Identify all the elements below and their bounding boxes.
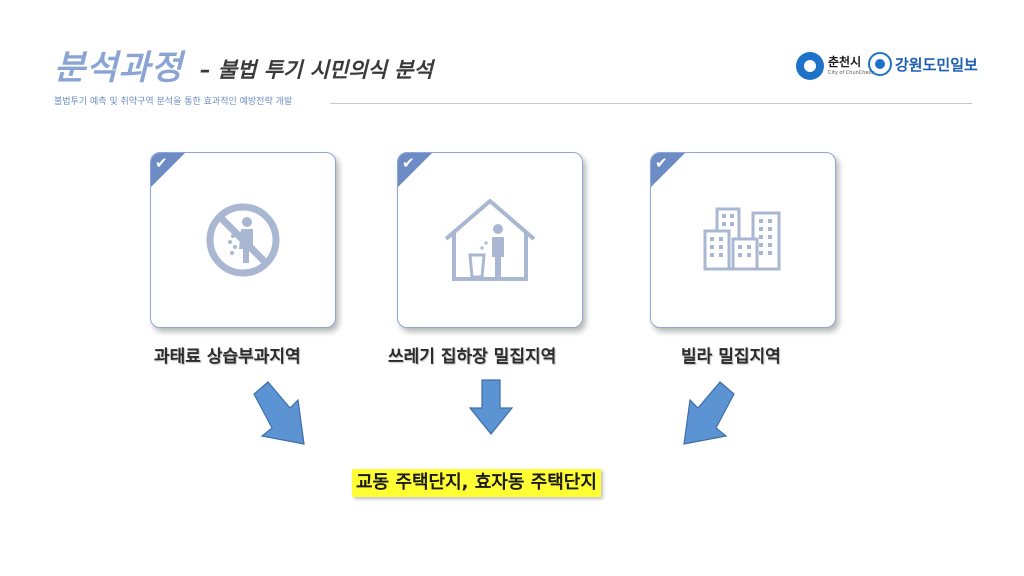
card-corner xyxy=(398,153,432,187)
buildings-icon xyxy=(703,207,781,271)
logo-area: 춘천시 City of ChunCheon 강원도민일보 xyxy=(792,46,978,86)
card-corner xyxy=(651,153,685,187)
chuncheon-logo-subtext: City of ChunCheon xyxy=(828,70,875,76)
page-title-suffix: – 불법 투기 시민의식 분석 xyxy=(200,58,433,82)
arrow-down-icon xyxy=(468,379,514,435)
card-villa-area: ✔ xyxy=(650,152,836,328)
card-fine-area: ✔ xyxy=(150,152,336,328)
gangwon-logo-text: 강원도민일보 xyxy=(895,56,978,74)
checkmark-icon: ✔ xyxy=(655,154,668,172)
result-highlight: 교동 주택단지, 효자동 주택단지 xyxy=(352,469,601,497)
card-collection-area: ✔ xyxy=(397,152,583,328)
arrow-down-left-icon xyxy=(683,381,735,445)
card-label-collection-area: 쓰레기 집하장 밀집지역 xyxy=(388,347,557,367)
header-divider xyxy=(330,103,972,104)
arrow-down-right-icon xyxy=(253,381,305,445)
page-title: 분석과정 xyxy=(54,48,184,88)
checkmark-icon: ✔ xyxy=(402,154,415,172)
house-trash-icon xyxy=(444,199,536,281)
page-subtitle: 불법투기 예측 및 취약구역 분석을 통한 효과적인 예방전략 개발 xyxy=(54,97,293,107)
checkmark-icon: ✔ xyxy=(155,154,168,172)
no-littering-icon xyxy=(206,203,280,277)
card-corner xyxy=(151,153,185,187)
card-label-fine-area: 과태료 상습부과지역 xyxy=(154,347,301,367)
card-label-villa-area: 빌라 밀집지역 xyxy=(681,347,781,367)
gangwon-logo-icon xyxy=(868,52,892,76)
chuncheon-logo-text: 춘천시 xyxy=(828,55,862,69)
chuncheon-logo-icon xyxy=(796,52,824,80)
